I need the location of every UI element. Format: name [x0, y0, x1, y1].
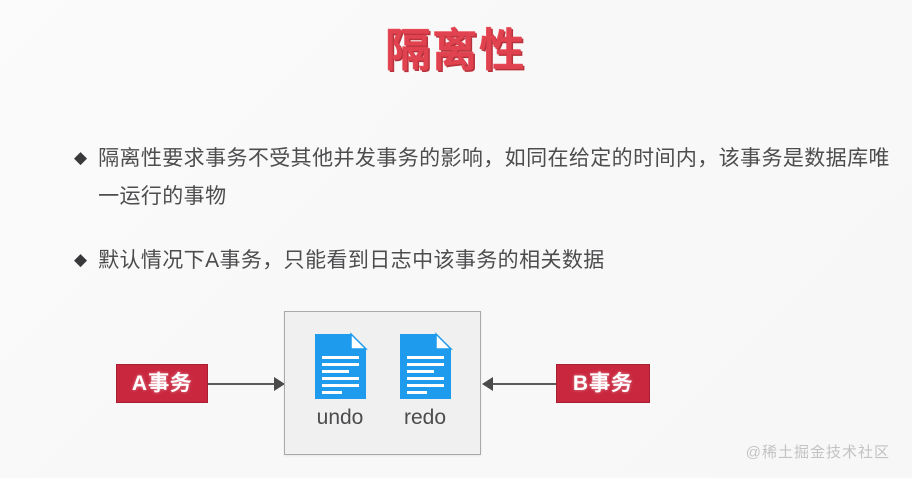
arrow-a-to-log-head-icon: [274, 377, 285, 391]
arrow-b-to-log-head-icon: [482, 377, 493, 391]
log-item-label: redo: [403, 405, 447, 429]
document-icon: [399, 331, 453, 399]
diamond-bullet-icon: ◆: [74, 250, 88, 269]
bullet-text: 默认情况下A事务，只能看到日志中该事务的相关数据: [98, 249, 605, 272]
transaction-a-box: A事务: [116, 364, 208, 403]
log-item-redo: redo: [392, 331, 458, 431]
log-container-box: undo re: [284, 311, 481, 455]
transaction-isolation-diagram: A事务: [0, 300, 912, 478]
watermark: @稀土掘金技术社区: [745, 444, 890, 461]
bullet-list: ◆ 隔离性要求事务不受其他并发事务的影响，如同在给定的时间内，该事务是数据库唯一…: [74, 140, 894, 306]
document-icon: [314, 331, 368, 399]
log-items: undo re: [285, 312, 480, 454]
page-title: 隔离性: [385, 25, 527, 76]
bullet-text: 隔离性要求事务不受其他并发事务的影响，如同在给定的时间内，该事务是数据库唯一运行…: [98, 147, 890, 208]
log-item-label: undo: [316, 405, 364, 429]
list-item: ◆ 默认情况下A事务，只能看到日志中该事务的相关数据: [74, 242, 894, 280]
arrow-a-to-log-line: [208, 383, 276, 385]
transaction-b-box: B事务: [556, 364, 650, 403]
diamond-bullet-icon: ◆: [74, 148, 88, 167]
arrow-b-to-log-line: [489, 383, 557, 385]
list-item: ◆ 隔离性要求事务不受其他并发事务的影响，如同在给定的时间内，该事务是数据库唯一…: [74, 140, 894, 216]
log-item-undo: undo: [307, 331, 373, 431]
